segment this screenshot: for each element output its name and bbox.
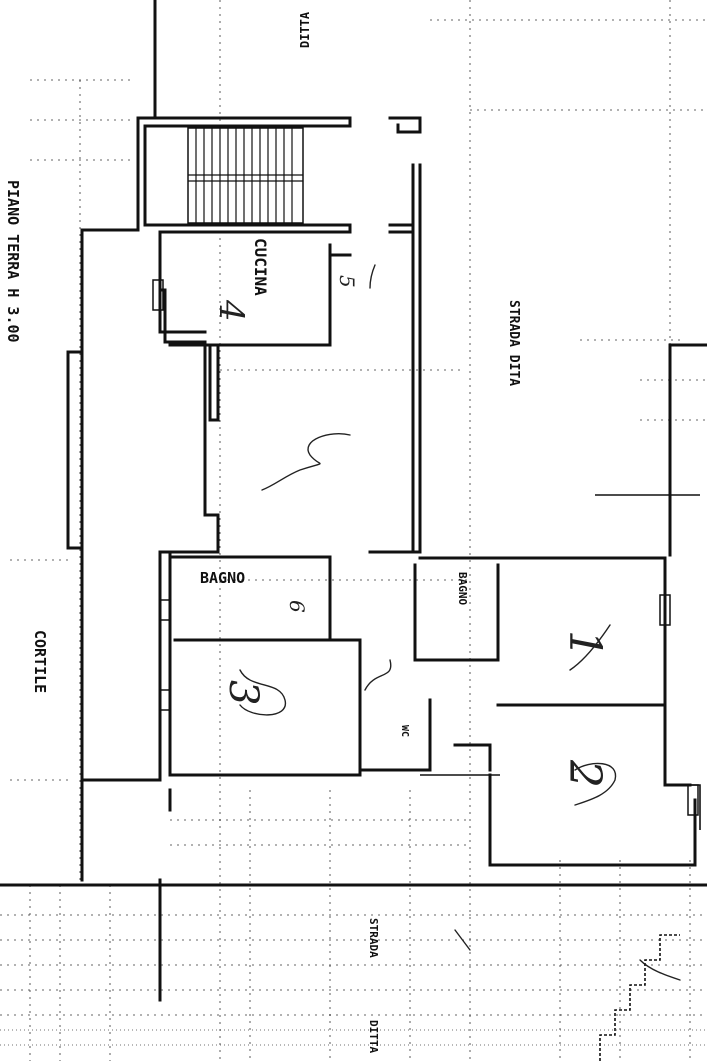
outer-walls bbox=[0, 0, 707, 1002]
room-number-3: 3 bbox=[220, 680, 266, 705]
window-marks bbox=[152, 279, 699, 816]
label-ditta-bottom: DITTA bbox=[367, 1020, 380, 1053]
room-number-1: 1 bbox=[559, 630, 610, 658]
header-partial: PIANO TERRA H 3.00 bbox=[4, 180, 22, 343]
label-strada-bottom: STRADA bbox=[367, 918, 380, 958]
label-cucina: CUCINA bbox=[251, 238, 270, 296]
staircase bbox=[187, 127, 304, 224]
stepped-outline bbox=[599, 934, 680, 1061]
room-number-6: 6 bbox=[285, 600, 309, 613]
label-bagno-main: BAGNO bbox=[200, 569, 245, 587]
label-cortile: CORTILE bbox=[31, 630, 49, 693]
label-bagno-small: BAGNO bbox=[456, 572, 469, 605]
room-number-5: 5 bbox=[335, 275, 359, 288]
label-strada-dita: STRADA DITA bbox=[506, 300, 521, 386]
handwritten-marks bbox=[239, 264, 681, 981]
label-wc: WC bbox=[399, 725, 410, 737]
plan-labels: CUCINA BAGNO BAGNO CORTILE STRADA DITA D… bbox=[4, 11, 521, 1053]
label-ditta-top: DITTA bbox=[298, 11, 312, 48]
room-numbers: 4 5 3 1 2 6 bbox=[211, 275, 610, 788]
room-number-2: 2 bbox=[559, 759, 610, 788]
right-walls bbox=[358, 116, 707, 867]
room-number-4: 4 bbox=[211, 299, 251, 322]
